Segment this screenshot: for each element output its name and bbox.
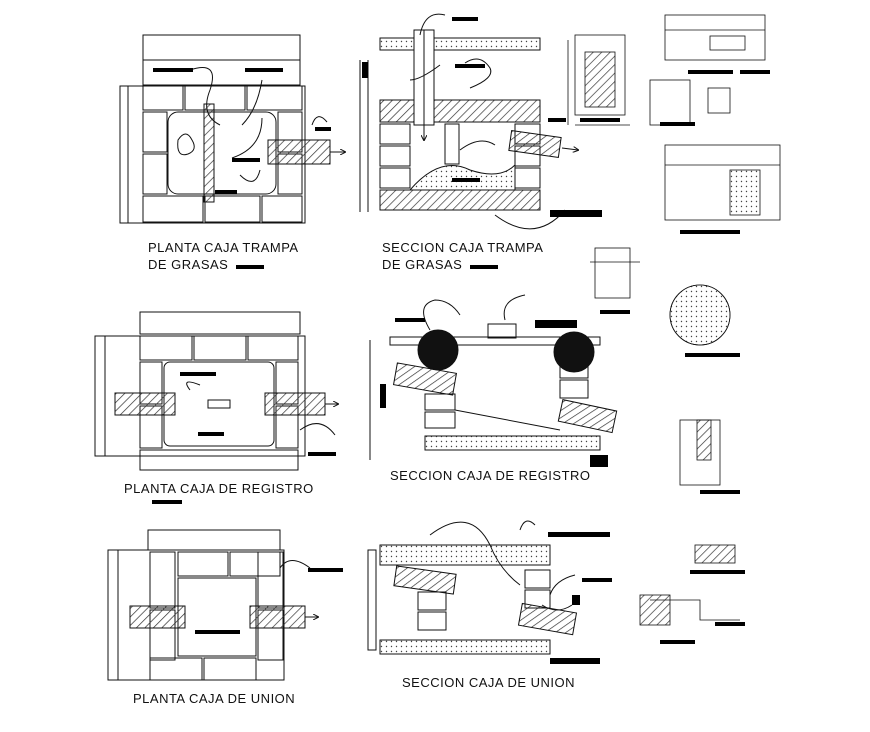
grease-trap-section-tag-3 bbox=[455, 64, 485, 68]
grease-trap-plan bbox=[119, 34, 345, 224]
title-registry-box-section: SECCION CAJA DE REGISTRO bbox=[390, 468, 591, 483]
title-grease-trap-section-scale-bar bbox=[470, 265, 498, 269]
grease-trap-plan-tag-5 bbox=[215, 190, 237, 194]
grease-trap-plan-tag-1 bbox=[153, 68, 193, 72]
union-box-plan-tag-2 bbox=[195, 630, 240, 634]
union-box-section-tag-1 bbox=[548, 532, 610, 537]
union-box-section-tag-2 bbox=[582, 578, 612, 582]
registry-box-plan-tag-2 bbox=[198, 432, 224, 436]
title-grease-trap-plan-line1: PLANTA CAJA TRAMPA bbox=[148, 240, 299, 255]
grease-trap-plan-tag-3 bbox=[232, 158, 260, 162]
title-grease-trap-plan-line2: DE GRASAS bbox=[148, 257, 229, 272]
registry-box-section-tag-4 bbox=[590, 455, 608, 467]
grease-trap-section-tag-4 bbox=[452, 178, 480, 182]
registry-box-plan-tag-3 bbox=[308, 452, 336, 456]
title-registry-box-plan-scale-bar bbox=[152, 500, 182, 504]
grease-trap-section-tag-1 bbox=[452, 17, 478, 21]
grease-trap-section-tag-2 bbox=[362, 62, 368, 78]
detail-drawings-labels bbox=[580, 70, 770, 644]
registry-box-section-tag-2 bbox=[535, 320, 577, 328]
title-union-box-plan: PLANTA CAJA DE UNION bbox=[133, 691, 296, 706]
title-grease-trap-section-line2: DE GRASAS bbox=[382, 257, 463, 272]
grease-trap-plan-tag-4 bbox=[315, 127, 331, 131]
registry-box-plan-tag-1 bbox=[180, 372, 216, 376]
title-union-box-section: SECCION CAJA DE UNION bbox=[402, 675, 576, 690]
grease-trap-plan-tag-2 bbox=[245, 68, 283, 72]
grease-trap-section bbox=[359, 13, 578, 230]
union-box-plan bbox=[107, 529, 318, 681]
title-grease-trap-plan-scale-bar bbox=[236, 265, 264, 269]
grease-trap-section-tag-6 bbox=[548, 118, 566, 122]
registry-box-section-tag-1 bbox=[395, 318, 425, 322]
registry-box-plan bbox=[94, 311, 338, 471]
grease-trap-section-tag-5 bbox=[550, 210, 602, 217]
union-box-section-tag-4 bbox=[572, 595, 580, 605]
title-registry-box-plan: PLANTA CAJA DE REGISTRO bbox=[124, 481, 314, 496]
detail-drawings-top-right bbox=[567, 14, 781, 626]
union-box-plan-tag-1 bbox=[308, 568, 343, 572]
union-box-section-tag-3 bbox=[550, 658, 600, 664]
union-box-section bbox=[367, 520, 578, 655]
registry-box-section-tag-3 bbox=[380, 384, 386, 408]
registry-box-section bbox=[369, 294, 618, 460]
title-grease-trap-section-line1: SECCION CAJA TRAMPA bbox=[382, 240, 544, 255]
